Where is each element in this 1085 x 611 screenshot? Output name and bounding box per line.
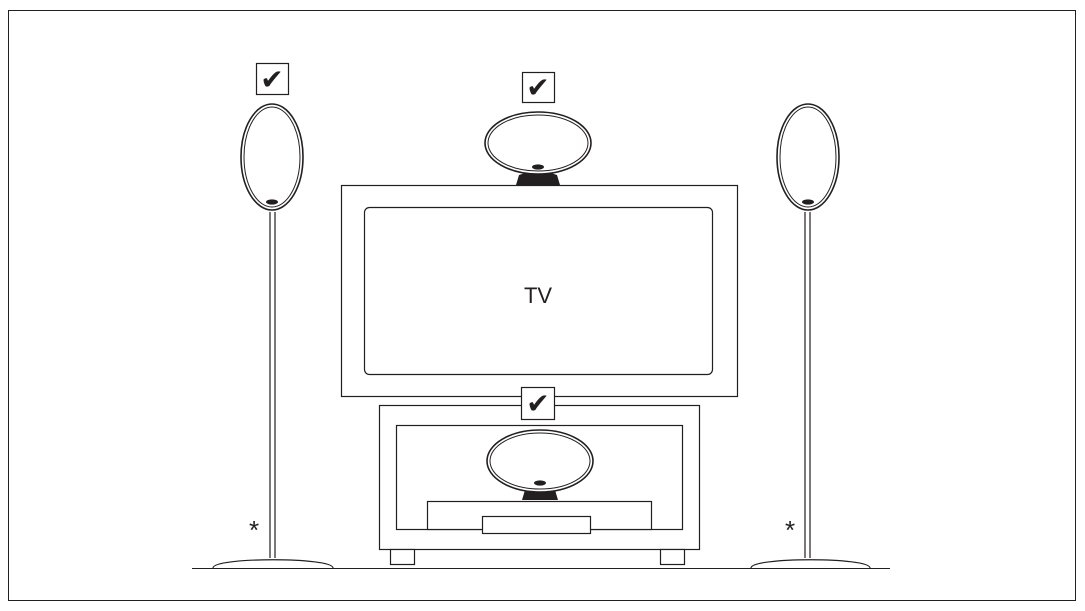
tv-label: TV [524, 283, 552, 308]
tv: TV [340, 184, 739, 398]
speaker-icon [486, 429, 594, 493]
right-speaker-stand [750, 212, 871, 569]
left-stand-base [212, 559, 334, 569]
asterisk-left: * [249, 515, 259, 545]
asterisk-right: * [785, 515, 795, 545]
right-speaker [776, 103, 840, 211]
left-speaker-checkbox: ✔ [255, 62, 290, 96]
center-lower-checkbox: ✔ [520, 386, 556, 421]
receiver-display [481, 515, 592, 535]
speaker-icon [776, 103, 840, 211]
checkbox-check-icon: ✔ [526, 72, 549, 103]
left-speaker [240, 103, 304, 211]
diagram-frame [8, 10, 1076, 601]
speaker-icon [240, 103, 304, 211]
checkbox-check-icon: ✔ [260, 64, 283, 95]
center-speaker-top [484, 111, 592, 185]
tv-screen [363, 206, 714, 376]
cabinet-foot-right [659, 548, 686, 566]
right-stand-base [750, 559, 871, 569]
checkbox-check-icon: ✔ [526, 388, 549, 419]
speaker-icon [484, 111, 592, 175]
center-top-checkbox: ✔ [521, 71, 556, 104]
left-speaker-stand [212, 212, 334, 569]
cabinet-foot-left [389, 548, 416, 566]
center-speaker-cabinet [486, 429, 594, 500]
